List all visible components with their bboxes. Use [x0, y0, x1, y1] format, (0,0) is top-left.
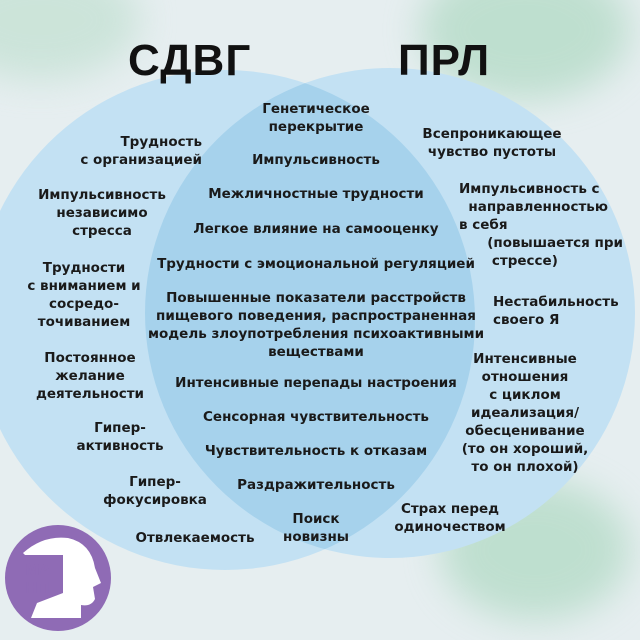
common-item: Раздражительность: [237, 477, 395, 493]
common-item: Интенсивные перепады настроения: [175, 375, 457, 391]
common-item: Трудности с эмоциональной регуляцией: [157, 256, 475, 272]
left-item: Импульсивность независимо стресса: [38, 187, 166, 239]
left-item: Гипер- фокусировка: [103, 474, 207, 508]
common-item: Поиск новизны: [283, 511, 349, 545]
right-item: Страх перед одиночеством: [394, 501, 506, 535]
common-item: Межличностные трудности: [208, 186, 424, 202]
right-item: Всепроникающее чувство пустоты: [422, 126, 562, 160]
left-item: Трудности с вниманием и сосредо- точиван…: [27, 260, 141, 330]
manp-logo: МА НП: [5, 525, 111, 631]
left-item: Гипер- активность: [76, 420, 164, 454]
common-item: Повышенные показатели расстройств пищево…: [147, 290, 485, 360]
right-item: Нестабильность своего Я: [493, 294, 619, 328]
left-item: Постоянное желание деятельности: [35, 350, 145, 402]
logo-text: НП: [25, 578, 50, 597]
title-bpd: ПРЛ: [398, 36, 491, 85]
title-adhd: СДВГ: [128, 36, 252, 85]
right-item: Интенсивные отношения с циклом идеализац…: [461, 351, 589, 475]
left-item: Отвлекаемость: [135, 530, 255, 546]
common-item: Генетическое перекрытие: [262, 101, 370, 135]
common-item: Легкое влияние на самооценку: [193, 221, 439, 237]
common-item: Импульсивность: [252, 152, 380, 168]
right-item: Импульсивность с направленностью в себя …: [459, 181, 623, 269]
logo-text: МА: [25, 560, 51, 579]
common-item: Сенсорная чувствительность: [203, 409, 429, 425]
left-item: Трудность с организацией: [80, 134, 202, 168]
common-item: Чувствительность к отказам: [204, 443, 428, 459]
